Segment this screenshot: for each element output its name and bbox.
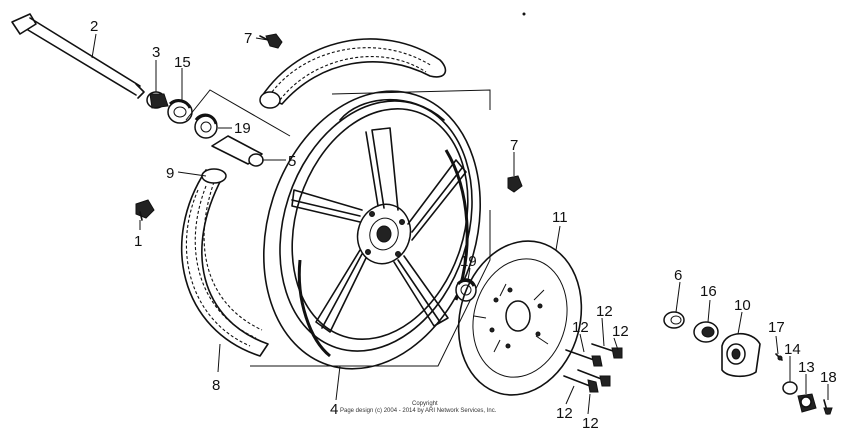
callout-12-e: 12	[582, 415, 599, 432]
callout-1: 1	[134, 233, 142, 250]
axle-collar-part[interactable]	[146, 91, 169, 109]
dust-seal-part[interactable]	[167, 99, 193, 124]
copyright-line-1: Copyright	[412, 401, 438, 407]
screw-part[interactable]	[775, 353, 783, 361]
pin-part[interactable]	[823, 399, 833, 415]
callout-19-lower: 19	[460, 253, 477, 270]
brake-disc-part[interactable]	[442, 227, 598, 409]
callout-12-c: 12	[612, 323, 629, 340]
callout-16: 16	[700, 283, 717, 300]
callout-12-a: 12	[572, 319, 589, 336]
callout-10: 10	[734, 297, 751, 314]
callout-8: 8	[212, 377, 220, 394]
callout-3: 3	[152, 44, 160, 61]
callout-9: 9	[166, 165, 174, 182]
valve-cap-part[interactable]	[135, 199, 155, 221]
axle-part[interactable]	[11, 13, 145, 99]
callout-18: 18	[820, 369, 837, 386]
leader-lines	[91, 33, 829, 415]
stray-dot	[522, 12, 526, 16]
callout-13: 13	[798, 359, 815, 376]
callout-17: 17	[768, 319, 785, 336]
callout-11: 11	[552, 209, 568, 226]
tire-part[interactable]	[180, 168, 269, 357]
callout-7-lower: 7	[510, 137, 518, 154]
copyright-line-2: Page design (c) 2004 - 2014 by ARI Netwo…	[340, 408, 497, 414]
distance-collar-part[interactable]	[211, 135, 264, 167]
callout-15: 15	[174, 54, 191, 71]
callout-2: 2	[90, 18, 98, 35]
valve-lower-part[interactable]	[507, 175, 523, 193]
callout-4: 4	[330, 401, 338, 418]
washer-part[interactable]	[782, 381, 798, 395]
speedometer-gearbox-part[interactable]	[721, 332, 761, 378]
dust-seal-right-part[interactable]	[663, 311, 685, 329]
valve-upper-part[interactable]	[259, 33, 283, 49]
inner-tube-upper	[259, 38, 447, 109]
cast-wheel-part[interactable]	[229, 63, 515, 397]
wheel-bearing-upper-part[interactable]	[194, 113, 218, 139]
callout-6: 6	[674, 267, 682, 284]
disc-bolts-part[interactable]	[563, 343, 623, 393]
assembly-bracket	[185, 89, 491, 367]
retainer-part[interactable]	[693, 321, 719, 343]
cable-joint-part[interactable]	[797, 393, 817, 413]
callout-5: 5	[288, 153, 296, 170]
callout-7-upper: 7	[244, 30, 252, 47]
callout-12-d: 12	[556, 405, 573, 422]
callout-14: 14	[784, 341, 801, 358]
callout-12-b: 12	[596, 303, 613, 320]
callout-19-upper: 19	[234, 120, 251, 137]
